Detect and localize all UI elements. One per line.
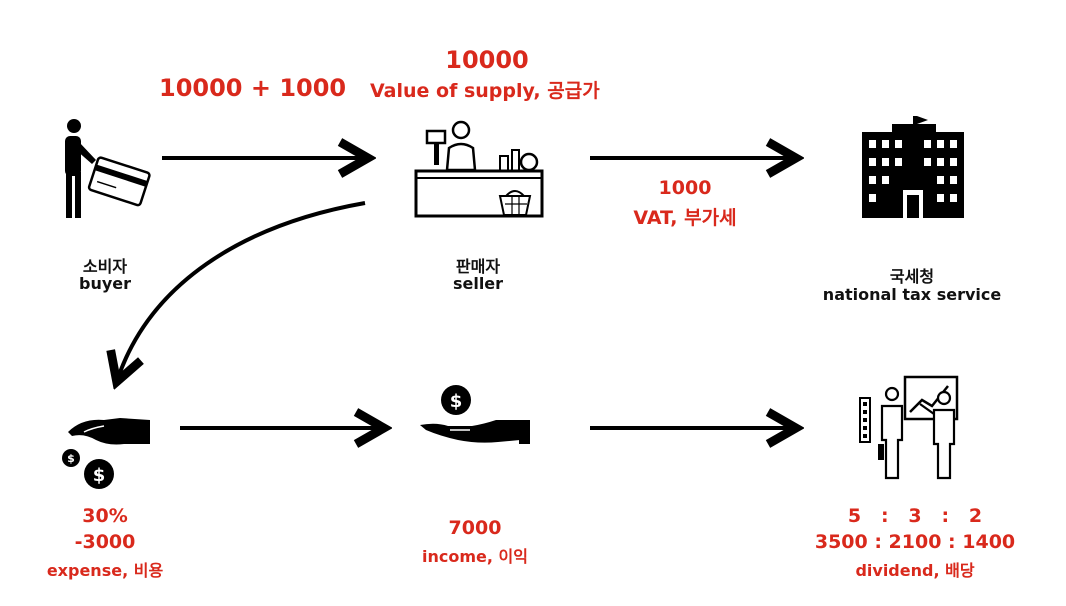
expense-percent: 30%	[82, 505, 128, 527]
building-icon	[862, 116, 964, 218]
seller-label-ko: 판매자	[455, 257, 501, 276]
supply-value-label: Value of supply, 공급가	[370, 80, 600, 102]
vat-label: VAT, 부가세	[633, 207, 737, 229]
buyer-payment-amount: 10000 + 1000	[159, 74, 347, 102]
buyer-label-ko: 소비자	[82, 257, 128, 276]
svg-text:$: $	[93, 465, 106, 486]
dividend-ratio: 5 : 3 : 2	[847, 505, 983, 527]
presentation-people-icon	[859, 375, 959, 480]
buyer-label-en: buyer	[78, 274, 131, 293]
nts-label-ko: 국세청	[889, 267, 935, 286]
seller-label-en: seller	[452, 274, 504, 293]
dividend-label: dividend, 배당	[855, 561, 975, 580]
expense-label: expense, 비용	[46, 561, 164, 580]
expense-amount: -3000	[74, 531, 136, 553]
nts-label-en: national tax service	[822, 285, 1002, 304]
dividend-split: 3500 : 2100 : 1400	[814, 531, 1016, 553]
svg-text:$: $	[450, 391, 463, 412]
arrow-seller-to-expense	[118, 201, 366, 378]
hand-receiving-coin-icon: $	[420, 385, 530, 444]
hand-giving-coins-icon: $ $	[62, 418, 150, 489]
shop-counter-icon	[414, 120, 544, 218]
income-label: income, 이익	[422, 547, 528, 566]
vat-amount: 1000	[658, 177, 712, 199]
supply-value-amount: 10000	[445, 46, 529, 74]
person-with-card-icon	[65, 119, 151, 218]
svg-text:$: $	[67, 452, 75, 465]
income-amount: 7000	[448, 517, 502, 539]
